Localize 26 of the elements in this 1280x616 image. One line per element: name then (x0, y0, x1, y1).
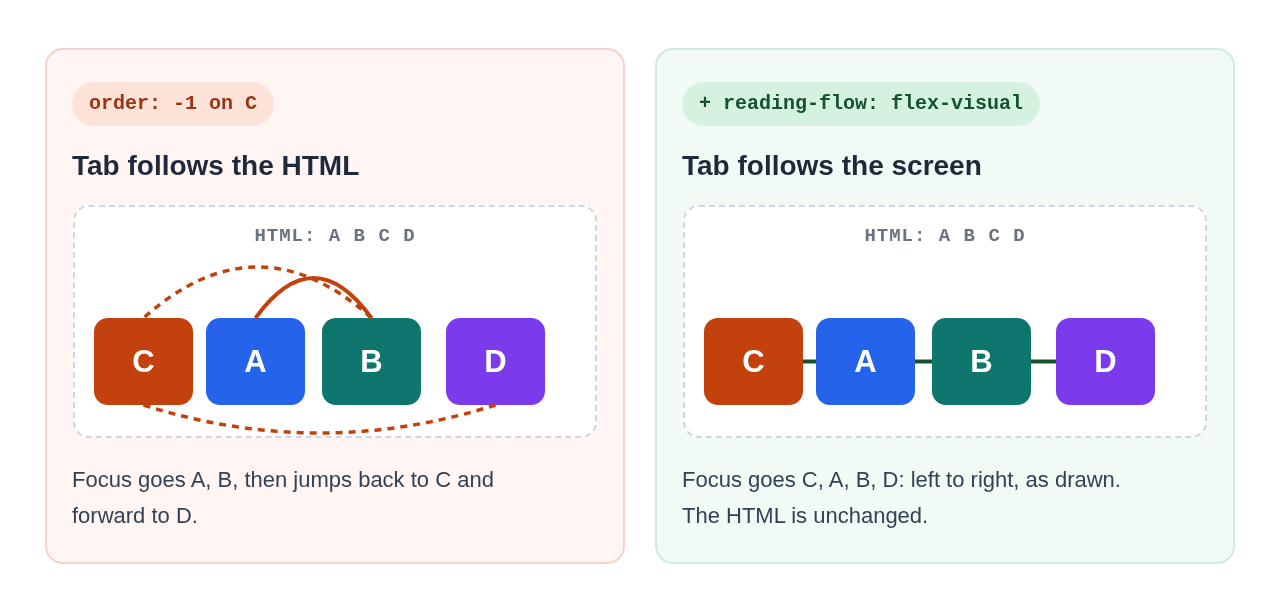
letter-tile: B (322, 318, 421, 405)
panel-heading: Tab follows the screen (682, 149, 982, 183)
panel-heading: Tab follows the HTML (72, 149, 360, 183)
connector-arc (142, 265, 373, 320)
letter-tile: A (206, 318, 305, 405)
dashed-frame (73, 205, 597, 438)
source-order-label: HTML: A B C D (864, 224, 1026, 248)
code-tag: order: -1 on C (72, 82, 275, 126)
connector-line (1031, 359, 1056, 364)
letter-tile: B (932, 318, 1031, 405)
letter-tile: D (446, 318, 545, 405)
connector-arc (143, 403, 496, 435)
letter-tile: D (1056, 318, 1155, 405)
panel-description: Focus goes A, B, then jumps back to C and forward to D. (72, 466, 495, 530)
panel-description: Focus goes C, A, B, D: left to right, as drawn. The HTML is unchanged. (682, 466, 1122, 530)
panel-card (45, 48, 625, 564)
connector-arc (253, 276, 374, 320)
letter-tile: A (816, 318, 915, 405)
connector-line (915, 359, 932, 364)
code-tag: + reading-flow: flex-visual (682, 82, 1041, 126)
source-order-label: HTML: A B C D (254, 224, 416, 248)
letter-tile: C (94, 318, 193, 405)
connector-line (803, 359, 816, 364)
letter-tile: C (704, 318, 803, 405)
dashed-frame (683, 205, 1207, 438)
panel-card (655, 48, 1235, 564)
